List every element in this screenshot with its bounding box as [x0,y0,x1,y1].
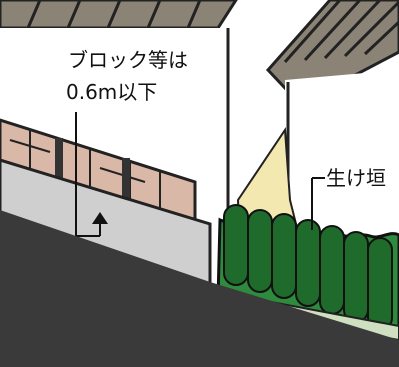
block-height-label-line1: ブロック等は [66,48,190,72]
hedge-label: 生け垣 [325,166,387,190]
left-house-roof [0,0,238,30]
height-indicator [75,112,108,237]
right-house-wall [285,70,399,250]
road [0,210,399,367]
block-height-label-line2: 0.6m以下 [64,80,160,104]
